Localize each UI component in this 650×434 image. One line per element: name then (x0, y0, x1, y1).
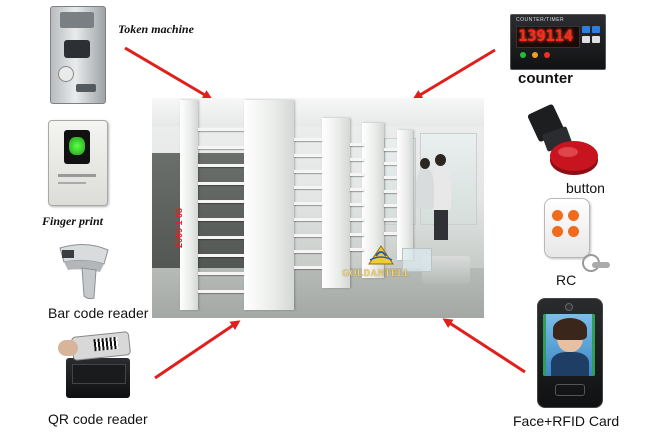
label-counter: counter (518, 70, 574, 87)
watermark-text: GOLDANTELL (342, 268, 411, 278)
turnstile-bars (198, 128, 244, 298)
qr-reader-image (58, 331, 136, 400)
ceiling (152, 98, 484, 126)
turnstile-bars (350, 143, 364, 268)
goldantell-logo-icon (368, 245, 394, 265)
turnstile-post (180, 100, 198, 310)
turnstile-bars (384, 148, 397, 248)
remote-control-image (540, 196, 614, 278)
label-finger-print: Finger print (42, 214, 104, 228)
face-screen (543, 314, 595, 376)
person-legs (434, 210, 448, 240)
counter-device-image: COUNTER/TIMER 139114 (510, 14, 606, 70)
label-rc: RC (556, 272, 577, 288)
swing-barrier-glass (402, 248, 432, 272)
label-bar-code-reader: Bar code reader (48, 305, 149, 321)
person-head (435, 154, 446, 166)
barcode-scanner-image (59, 244, 109, 300)
person (431, 166, 451, 210)
person (416, 169, 434, 209)
label-button: button (566, 180, 605, 196)
label-qr-code-reader: QR code reader (48, 411, 148, 427)
turnstile-post (322, 118, 350, 288)
counter-digits: 139114 (518, 26, 573, 45)
arrow-from-qr-reader (154, 320, 241, 380)
label-face-rfid-card: Face+RFID Card (513, 413, 620, 429)
arrow-from-counter (412, 48, 496, 100)
face-rfid-terminal-image (537, 298, 603, 408)
date-stamp: 2009 1 03 (174, 207, 184, 248)
turnstile-bars (294, 138, 322, 278)
arrow-from-face-rfid (442, 318, 526, 374)
person-head (420, 158, 430, 169)
counter-header: COUNTER/TIMER (516, 17, 565, 23)
label-token-machine: Token machine (118, 22, 194, 36)
fingerprint-reader-image (48, 120, 108, 206)
arrow-from-token-machine (124, 46, 213, 100)
turnstile-post (362, 123, 384, 278)
turnstile-post (244, 100, 294, 310)
emergency-button-image (527, 104, 598, 175)
turnstile-photo: 2009 1 03 GOLDANTELL (152, 98, 484, 318)
token-machine-image (48, 6, 108, 104)
turnstile-post (397, 130, 413, 260)
